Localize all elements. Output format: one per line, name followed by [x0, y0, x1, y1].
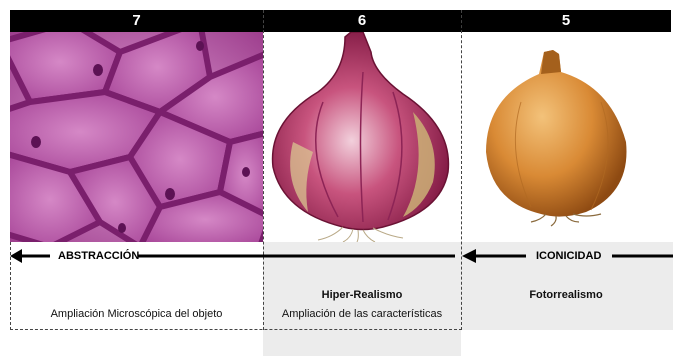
level-6-header: 6 — [263, 10, 461, 32]
level-7-header: 7 — [10, 10, 263, 32]
level-6-description: Ampliación de las características — [263, 308, 461, 320]
level-7-number: 7 — [132, 12, 140, 29]
level-6-title: Hiper-Realismo — [263, 289, 461, 301]
iconicidad-arrow-head — [462, 249, 476, 263]
level-5-title: Fotorrealismo — [461, 289, 671, 301]
level-6-number: 6 — [358, 12, 366, 29]
divider-line — [263, 10, 264, 330]
divider-line — [10, 329, 462, 330]
hyperrealistic-red-onion-image — [263, 32, 461, 242]
iconicidad-label: ICONICIDAD — [536, 249, 601, 263]
level-5-header: 5 — [461, 10, 671, 32]
photorealistic-yellow-onion-image — [461, 32, 671, 242]
level-7-description: Ampliación Microscópica del objeto — [10, 308, 263, 320]
microscopic-onion-cells-image — [10, 32, 263, 242]
divider-line — [461, 10, 462, 330]
level-5-number: 5 — [562, 12, 570, 29]
abstraccion-label: ABSTRACCIÓN — [58, 249, 139, 263]
white-corner — [461, 330, 673, 356]
